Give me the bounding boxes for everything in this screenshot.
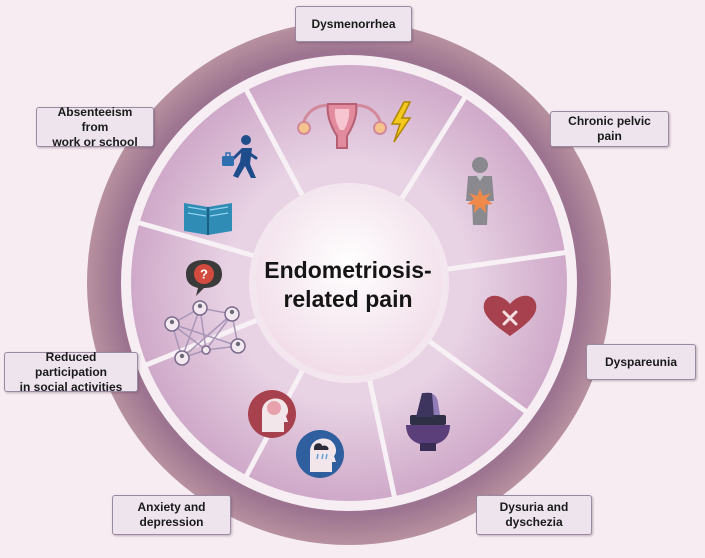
label-dysmenorrhea: Dysmenorrhea <box>295 6 412 42</box>
label-chronic-pelvic-pain: Chronic pelvic pain <box>550 111 669 147</box>
lightning-bolt-icon <box>390 101 412 143</box>
uterus-icon <box>297 103 387 149</box>
svg-text:?: ? <box>200 267 208 282</box>
segment-divider <box>424 336 529 415</box>
label-dysuria-line1: Dysuria and <box>499 500 569 514</box>
segment-divider <box>366 375 398 499</box>
label-absenteeism-line2: work or school <box>52 134 138 149</box>
center-title: Endometriosis- related pain <box>242 256 454 314</box>
center-title-line1: Endometriosis- <box>264 257 432 283</box>
toilet-icon <box>406 392 450 451</box>
label-chronic-pelvic-pain-text: Chronic pelvic pain <box>568 114 651 143</box>
label-reduced-participation: Reduced participation in social activiti… <box>4 349 138 394</box>
walking-person-icon <box>222 135 258 178</box>
segment-dividers <box>136 87 568 499</box>
pelvic-pain-person-icon <box>466 157 494 225</box>
question-bubble-icon: ? <box>186 260 222 296</box>
label-dyspareunia-text: Dyspareunia <box>604 354 678 369</box>
brain-head-icon <box>248 390 296 438</box>
label-dysmenorrhea-text: Dysmenorrhea <box>311 16 396 31</box>
segment-divider <box>144 316 262 368</box>
label-absenteeism-line1: Absenteeism from <box>57 104 133 134</box>
label-dysuria-dyschezia: Dysuria and dyschezia <box>476 495 592 535</box>
segment-divider <box>397 95 468 204</box>
segment-divider <box>243 87 307 201</box>
segment-divider <box>442 249 568 273</box>
label-social-line2: in social activities <box>19 379 123 394</box>
heart-icon <box>483 295 537 336</box>
social-network-icon <box>164 300 246 366</box>
center-title-line2: related pain <box>283 286 413 312</box>
label-anxiety-line1: Anxiety and <box>137 500 206 514</box>
label-dysuria-line2: dyschezia <box>505 515 563 529</box>
label-absenteeism: Absenteeism from work or school <box>36 104 154 149</box>
label-social-line1: Reduced participation <box>34 349 107 379</box>
segment-divider <box>136 219 259 260</box>
center-circle <box>256 190 442 376</box>
label-dyspareunia: Dyspareunia <box>586 344 696 380</box>
book-icon <box>184 203 232 235</box>
label-anxiety-depression: Anxiety and depression <box>112 495 231 535</box>
label-anxiety-line2: depression <box>139 515 204 529</box>
storm-cloud-head-icon <box>296 430 344 478</box>
